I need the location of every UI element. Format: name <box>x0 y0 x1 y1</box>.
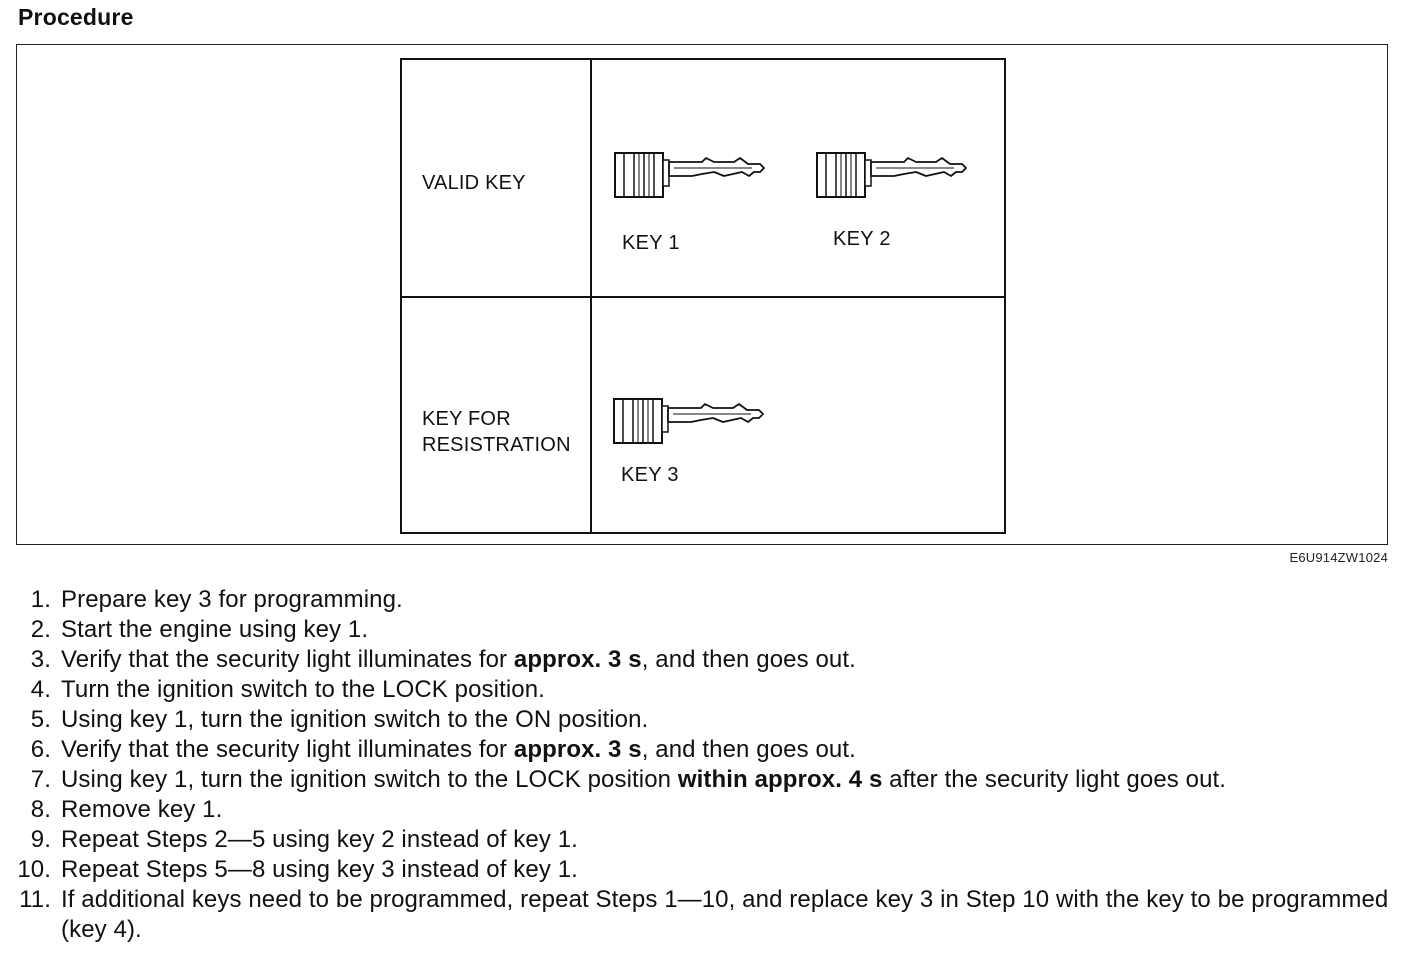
step-text: , and then goes out. <box>641 646 856 673</box>
step-emphasis: approx. 3 s <box>513 736 642 763</box>
step-number: 4. <box>30 676 51 703</box>
table-divider-horizontal <box>402 296 1004 298</box>
step-text: Verify that the security light illuminat… <box>61 736 514 763</box>
registration-key-label-line: RESISTRATION <box>422 434 571 456</box>
key-2-caption: KEY 2 <box>833 228 891 250</box>
procedure-steps: 1. Prepare key 3 for programming. 2. Start … <box>0 585 1400 945</box>
step-emphasis: approx. 3 s <box>513 646 642 673</box>
key-1-caption: KEY 1 <box>622 232 680 254</box>
key-table: VALID KEY KEY 1 KEY 2 KEY FOR RESISTRATI… <box>400 58 1006 534</box>
figure-code: E6U914ZW1024 <box>1289 550 1388 565</box>
step-text: Remove key 1. <box>61 796 223 823</box>
step-text: after the security light goes out. <box>882 766 1227 793</box>
step-text: Verify that the security light illuminat… <box>61 646 514 673</box>
valid-key-label: VALID KEY <box>422 170 526 196</box>
step-text: Repeat Steps 5—8 using key 3 instead of … <box>61 856 578 883</box>
valid-key-label-line: VALID KEY <box>422 172 526 194</box>
key-icon <box>613 398 764 444</box>
step-number: 3. <box>30 646 51 673</box>
page-title: Procedure <box>18 4 134 30</box>
step-item: 2. Start the engine using key 1. <box>0 615 1400 645</box>
step-item: 10. Repeat Steps 5—8 using key 3 instead … <box>0 855 1400 885</box>
step-text: Repeat Steps 2—5 using key 2 instead of … <box>61 826 578 853</box>
step-item: 5. Using key 1, turn the ignition switch … <box>0 705 1400 735</box>
step-number: 1. <box>30 586 51 613</box>
step-number: 10. <box>17 856 51 883</box>
step-item: 6. Verify that the security light illumin… <box>0 735 1400 765</box>
step-number: 11. <box>19 886 51 913</box>
step-number: 6. <box>30 736 51 763</box>
step-text: Using key 1, turn the ignition switch to… <box>61 706 649 733</box>
step-item: 7. Using key 1, turn the ignition switch … <box>0 765 1400 795</box>
key-icon <box>816 152 967 198</box>
step-text: Turn the ignition switch to the LOCK pos… <box>61 676 545 703</box>
step-item: 3. Verify that the security light illumin… <box>0 645 1400 675</box>
registration-key-label: KEY FOR RESISTRATION <box>422 406 571 458</box>
step-item: 9. Repeat Steps 2—5 using key 2 instead o… <box>0 825 1400 855</box>
step-text: Using key 1, turn the ignition switch to… <box>61 766 678 793</box>
step-number: 5. <box>30 706 51 733</box>
step-number: 2. <box>30 616 51 643</box>
step-item: 11. If additional keys need to be program… <box>0 885 1400 945</box>
key-icon <box>614 152 765 198</box>
registration-key-label-line: KEY FOR <box>422 408 511 430</box>
step-text: Start the engine using key 1. <box>61 616 369 643</box>
step-item: 4. Turn the ignition switch to the LOCK p… <box>0 675 1400 705</box>
step-item: 1. Prepare key 3 for programming. <box>0 585 1400 615</box>
step-text: Prepare key 3 for programming. <box>61 586 403 613</box>
step-number: 8. <box>30 796 51 823</box>
step-number: 9. <box>30 826 51 853</box>
step-text: If additional keys need to be programmed… <box>61 886 1389 943</box>
step-text: , and then goes out. <box>641 736 856 763</box>
step-emphasis: within approx. 4 s <box>677 766 883 793</box>
figure-frame <box>16 44 1388 545</box>
step-item: 8. Remove key 1. <box>0 795 1400 825</box>
step-number: 7. <box>30 766 51 793</box>
key-3-caption: KEY 3 <box>621 464 679 486</box>
